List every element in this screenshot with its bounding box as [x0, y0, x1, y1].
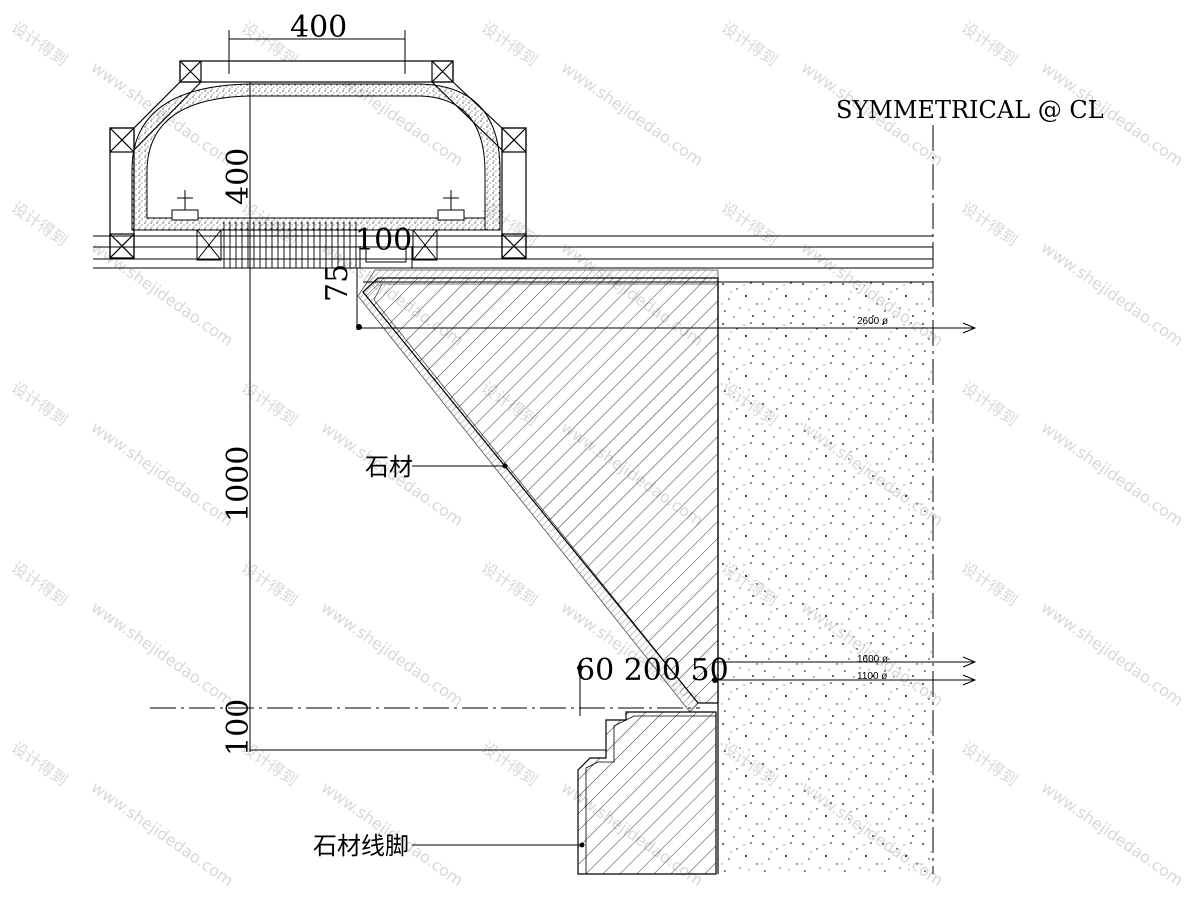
watermark-url: www.shejidedao.com — [318, 598, 467, 710]
dim-main-height: 1000 — [221, 446, 256, 522]
watermark-text: 设计得到 — [958, 558, 1021, 610]
diameter-upper: 2600 ø — [857, 316, 888, 327]
watermark-url: www.shejidedao.com — [1038, 238, 1187, 350]
watermark-text: 设计得到 — [8, 558, 71, 610]
dimension-ticks — [356, 324, 718, 683]
stone-corbel-outer-skin — [357, 269, 719, 713]
label-stone: 石材 — [365, 453, 413, 481]
watermark-text: 设计得到 — [8, 198, 71, 250]
symmetry-note: SYMMETRICAL @ CL — [836, 96, 1104, 124]
watermark-text: 设计得到 — [238, 378, 301, 430]
watermark-text: 设计得到 — [718, 198, 781, 250]
dim-lip-height: 75 — [320, 264, 355, 302]
watermark-url: www.shejidedao.com — [88, 418, 237, 530]
watermark-url: www.shejidedao.com — [88, 598, 237, 710]
dimension-lines — [150, 30, 977, 752]
watermark-url: www.shejidedao.com — [1038, 418, 1187, 530]
watermark-text: 设计得到 — [958, 378, 1021, 430]
watermark-text: 设计得到 — [8, 378, 71, 430]
dim-lip-width: 100 — [355, 223, 412, 258]
housing-base — [196, 229, 438, 269]
watermark-text: 设计得到 — [958, 198, 1021, 250]
dim-top-height: 400 — [221, 148, 256, 205]
stone-skirting-skin — [585, 715, 716, 874]
watermark-url: www.shejidedao.com — [1038, 598, 1187, 710]
watermark-text: 设计得到 — [478, 738, 541, 790]
diameter-lower: 1100 ø — [857, 671, 887, 682]
dim-base-widths: 60 200 50 — [576, 653, 729, 688]
watermark-text: 设计得到 — [238, 558, 301, 610]
stone-skirting-base — [577, 711, 717, 875]
diameter-mid: 1600 ø — [857, 654, 888, 665]
watermark-text: 设计得到 — [8, 738, 71, 790]
anchor-bolts — [171, 190, 465, 221]
dim-base-height: 100 — [221, 699, 256, 756]
watermark-url: www.shejidedao.com — [558, 58, 707, 170]
label-stone-skirting: 石材线脚 — [313, 832, 409, 860]
watermark-text: 设计得到 — [958, 18, 1021, 70]
watermark-url: www.shejidedao.com — [88, 778, 237, 890]
watermark-url: www.shejidedao.com — [1038, 778, 1187, 890]
watermark-text: 设计得到 — [718, 18, 781, 70]
mortar-shell — [131, 83, 501, 231]
concrete-core — [718, 282, 933, 874]
watermark-text: 设计得到 — [478, 558, 541, 610]
grille-slats — [223, 222, 357, 268]
watermark-text: 设计得到 — [958, 738, 1021, 790]
dim-top-width: 400 — [290, 10, 347, 45]
watermark-text: 设计得到 — [478, 18, 541, 70]
watermark-text: 设计得到 — [8, 18, 71, 70]
